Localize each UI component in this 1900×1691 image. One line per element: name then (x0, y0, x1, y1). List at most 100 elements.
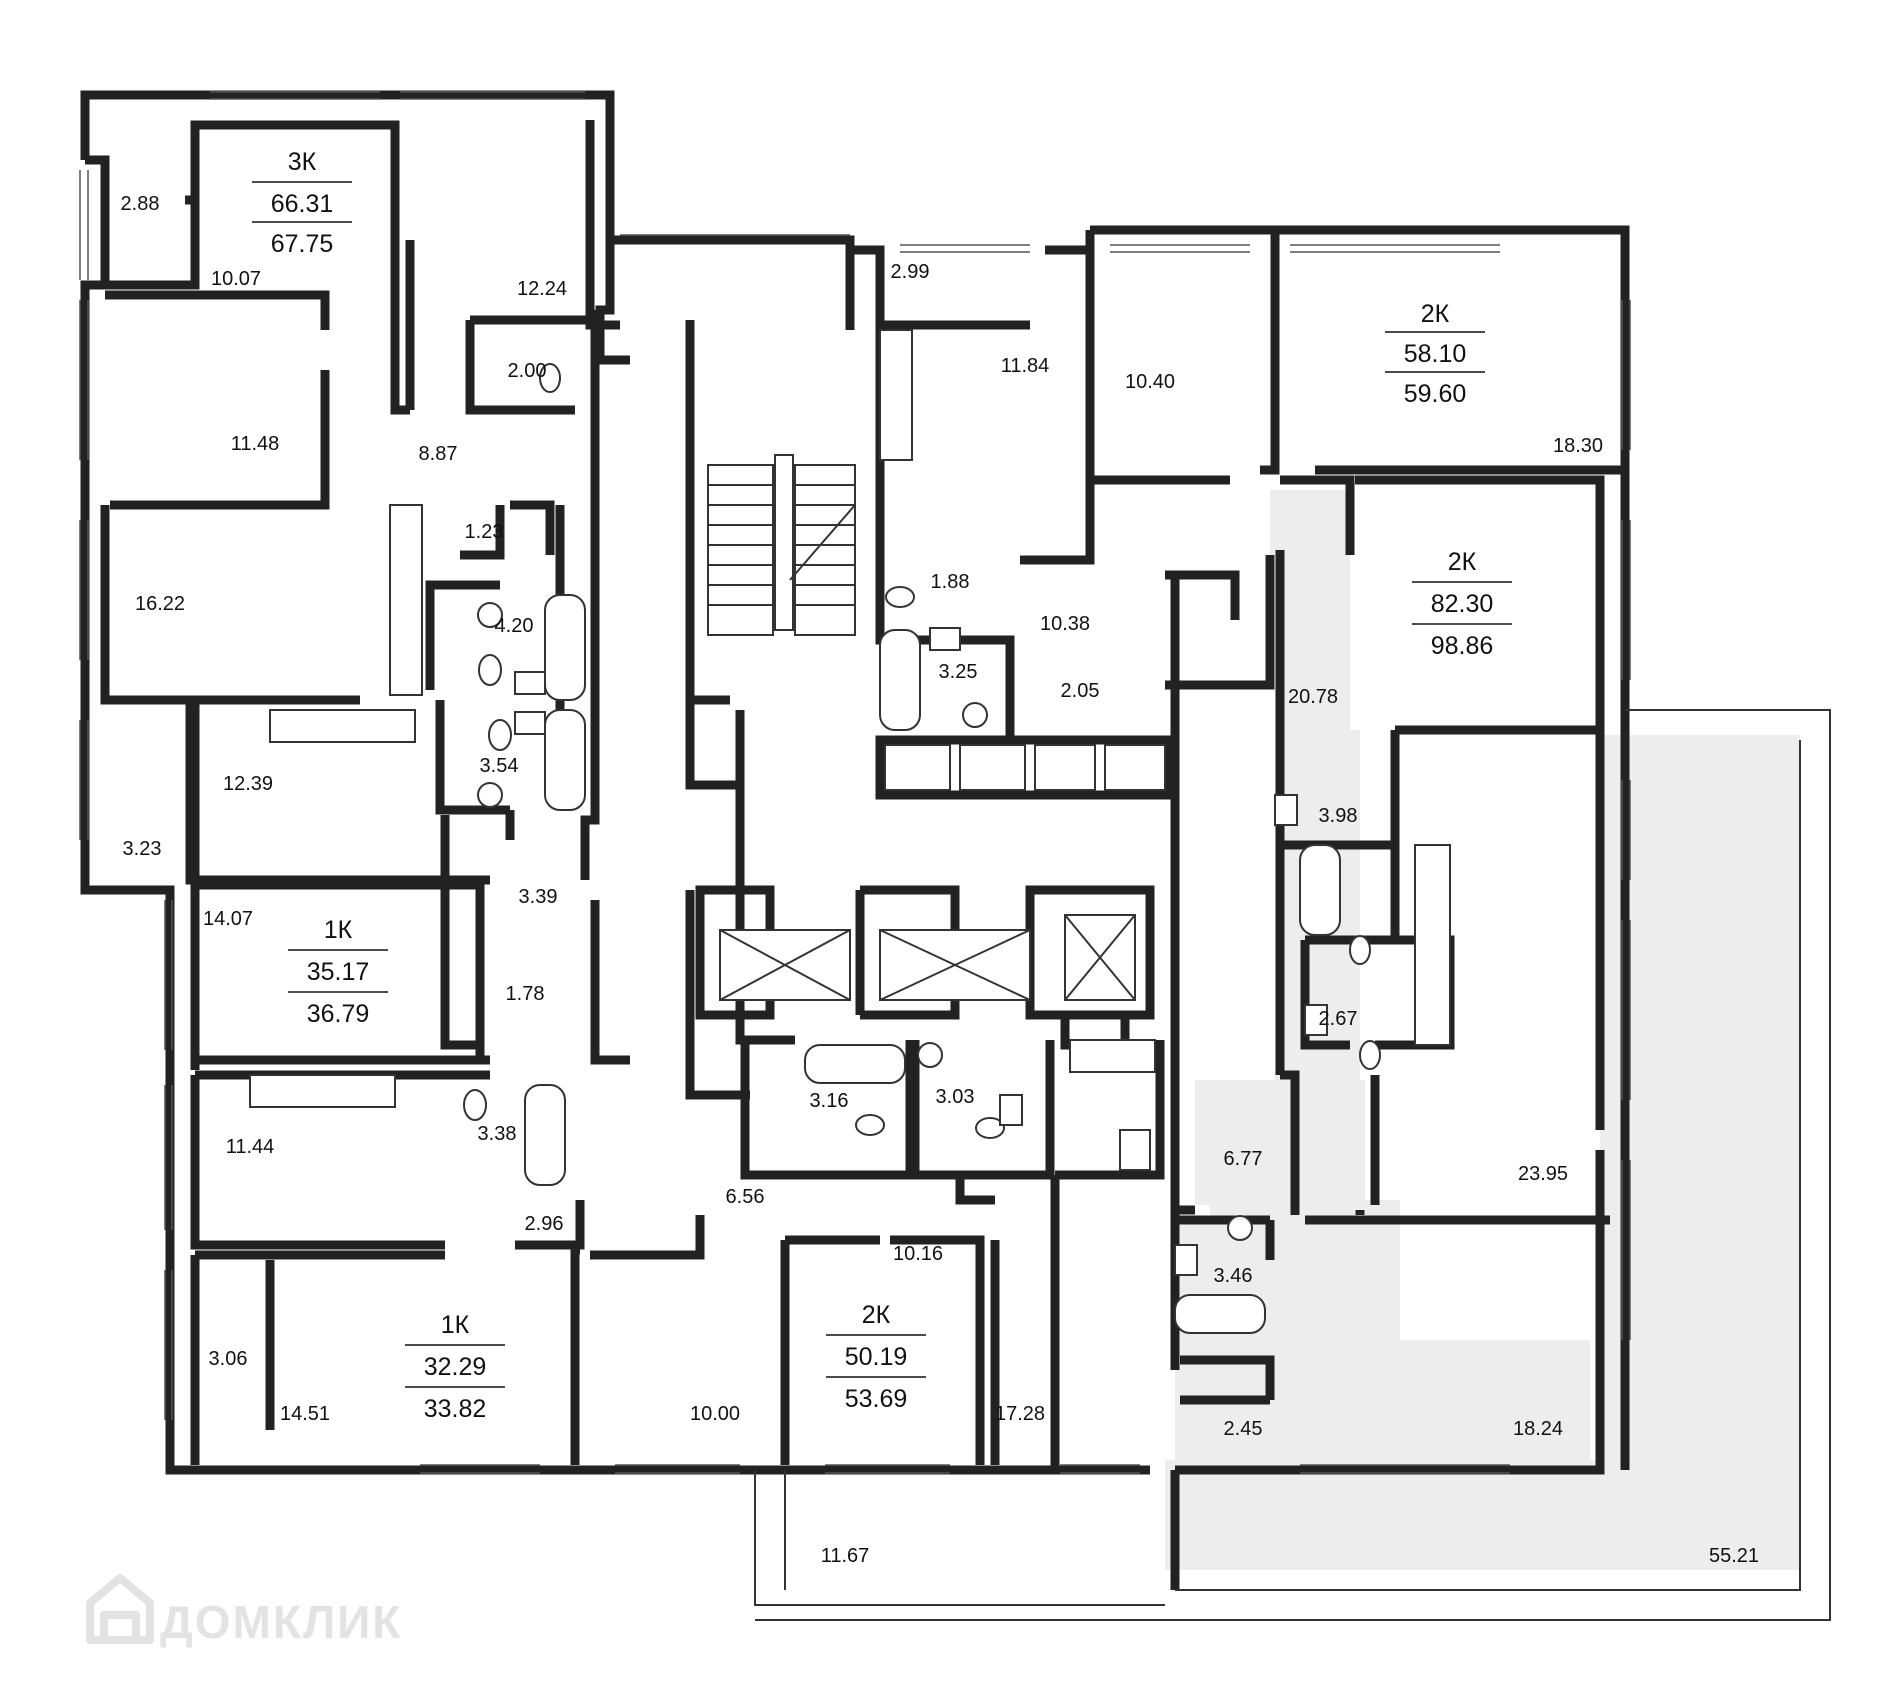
sink (1304, 1004, 1328, 1036)
apartment-living-area: 58.10 (1404, 340, 1467, 368)
kitchen-counter (879, 329, 913, 461)
kitchen-counters (249, 329, 1451, 1171)
sink (1174, 1244, 1198, 1276)
bathtub (544, 594, 586, 701)
sink (999, 1094, 1023, 1126)
room-area: 10.40 (1125, 371, 1175, 393)
kitchen-counter (249, 1074, 396, 1108)
apartment-living-area: 35.17 (307, 958, 370, 986)
room-area: 2.96 (525, 1213, 564, 1235)
apartment-type: 1К (324, 916, 353, 944)
kitchen-counter (389, 504, 423, 696)
washing-machine (1227, 1215, 1253, 1241)
apartment-type: 3К (288, 148, 317, 176)
stair-flight-left (707, 464, 774, 636)
room-area: 55.21 (1709, 1545, 1759, 1567)
room-area: 1.78 (506, 983, 545, 1005)
room-area: 20.78 (1288, 686, 1338, 708)
sink (514, 671, 546, 695)
apartment-2k-highlighted: 2К 82.30 98.86 (1412, 548, 1512, 660)
apartment-total-area: 98.86 (1431, 632, 1494, 660)
apartment-total-area: 59.60 (1404, 380, 1467, 408)
sink (929, 627, 961, 651)
room-area: 3.25 (939, 661, 978, 683)
room-area: 2.45 (1224, 1418, 1263, 1440)
kitchen-counter (269, 709, 416, 743)
room-area: 3.06 (209, 1348, 248, 1370)
bathtub (879, 629, 921, 731)
apartment-1k-bottom-left: 1К 32.29 33.82 (405, 1311, 505, 1423)
room-area: 14.07 (203, 908, 253, 930)
room-area: 3.39 (519, 886, 558, 908)
bathtub (524, 1084, 566, 1186)
room-area: 11.67 (821, 1545, 870, 1567)
kitchen-counter (1119, 1129, 1151, 1171)
sink (514, 711, 546, 735)
room-area: 6.77 (1224, 1148, 1263, 1170)
apartment-2k-top-right: 2К 58.10 59.60 (1385, 300, 1485, 408)
washing-machine (477, 782, 503, 808)
room-area: 6.56 (726, 1186, 765, 1208)
room-area: 18.24 (1513, 1418, 1563, 1440)
room-area: 23.95 (1518, 1163, 1568, 1185)
apartment-1k-middle-left: 1К 35.17 36.79 (288, 916, 388, 1028)
room-area: 11.48 (231, 433, 280, 455)
apartment-3k-top-left: 3К 66.31 67.75 (252, 148, 352, 258)
room-area: 10.38 (1040, 613, 1090, 635)
apartment-living-area: 82.30 (1431, 590, 1494, 618)
stair-well (774, 454, 794, 631)
bathtub (1174, 1294, 1266, 1334)
room-area: 16.22 (135, 593, 185, 615)
room-area: 12.39 (223, 773, 273, 795)
room-area: 4.20 (495, 615, 534, 637)
room-area: 8.87 (419, 443, 458, 465)
sink (1274, 794, 1298, 826)
room-area: 3.54 (480, 755, 519, 777)
staircase (707, 454, 856, 636)
storage-cells (884, 744, 1166, 791)
room-area: 10.00 (690, 1403, 740, 1425)
room-area: 3.38 (478, 1123, 517, 1145)
apartment-type: 2К (1448, 548, 1477, 576)
room-area: 1.23 (465, 521, 504, 543)
bathtub (544, 709, 586, 811)
apartment-total-area: 36.79 (307, 1000, 370, 1028)
stair-flight-right (794, 464, 856, 636)
apartment-living-area: 50.19 (845, 1343, 908, 1371)
room-area: 2.99 (891, 261, 930, 283)
toilet (488, 719, 512, 751)
washing-machine (917, 1042, 943, 1068)
left-wing-walls (80, 90, 1150, 1475)
toilet (539, 363, 561, 393)
bathtub (1299, 844, 1341, 936)
room-area: 10.07 (211, 268, 261, 290)
room-area: 3.16 (810, 1090, 849, 1112)
house-logo-icon (86, 1574, 154, 1644)
apartment-total-area: 67.75 (271, 230, 334, 258)
highlight-area-terrace (1165, 735, 1800, 1570)
toilet (855, 1114, 885, 1136)
apartment-living-area: 32.29 (424, 1353, 487, 1381)
room-area: 10.16 (893, 1243, 943, 1265)
washing-machine (962, 702, 988, 728)
apartment-type: 1К (441, 1311, 470, 1339)
room-area: 2.67 (1319, 1008, 1358, 1030)
lift-shafts (719, 914, 1136, 1001)
bathtubs (524, 594, 1341, 1334)
kitchen-counter (1414, 844, 1451, 1046)
toilet (885, 586, 915, 608)
room-area: 11.44 (226, 1136, 275, 1158)
terrace-lines (754, 709, 1831, 1621)
toilet (463, 1089, 487, 1121)
toilet (478, 654, 502, 686)
room-area: 2.00 (508, 360, 547, 382)
room-area: 3.03 (936, 1086, 975, 1108)
room-area: 11.84 (1001, 355, 1050, 377)
apartment-labels: 3К 66.31 67.75 2К 58.10 59.60 2К 82.30 9… (252, 148, 1512, 1423)
toilet (1349, 935, 1371, 965)
toilet (975, 1117, 1005, 1139)
sanitary-fixtures (463, 363, 1381, 1276)
room-area: 3.23 (123, 838, 162, 860)
kitchen-counter (1069, 1039, 1156, 1073)
